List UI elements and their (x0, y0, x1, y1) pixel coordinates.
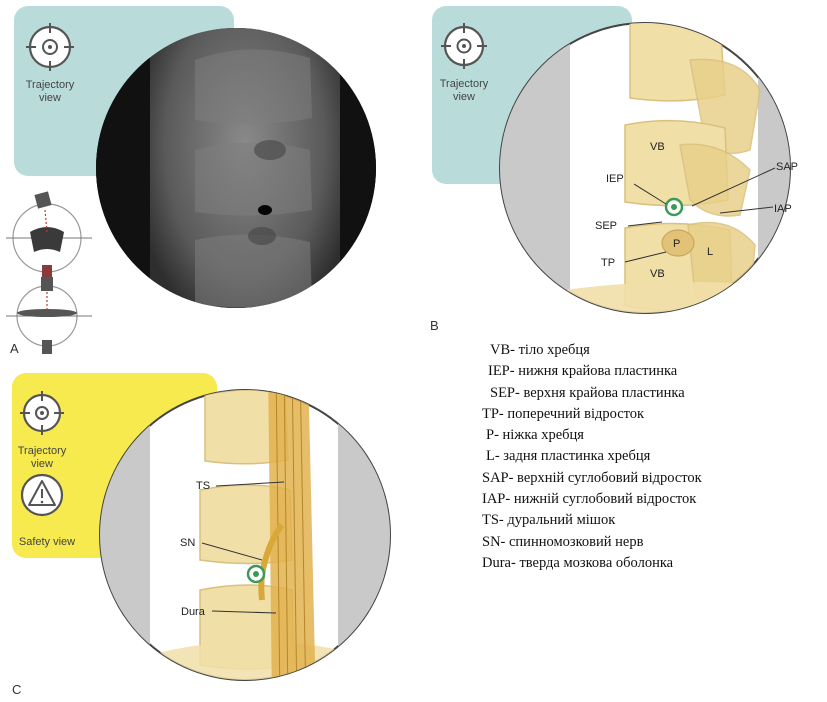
annotation-sn: SN (180, 537, 195, 549)
panel-a-label: A (10, 341, 19, 356)
legend-item-sn: SN- спинномозковий нерв (478, 532, 808, 553)
panel-b-label: B (430, 318, 439, 333)
annotation-vb-upper: VB (650, 141, 665, 153)
legend-item-sep: SEP- верхня крайова пластинка (478, 383, 808, 404)
annotation-l: L (707, 246, 713, 258)
trajectory-label-line2: view (453, 91, 475, 103)
legend-item-iap: IAP- нижній суглобовий відросток (478, 489, 808, 510)
annotation-dura: Dura (181, 606, 206, 618)
legend-item-l: L- задня пластинка хребця (478, 446, 808, 467)
annotation-vb-lower: VB (650, 268, 665, 280)
trajectory-label-line2: view (39, 92, 61, 104)
legend-item-tp: TP- поперечний відросток (478, 404, 808, 425)
annotation-sep: SEP (595, 220, 617, 232)
legend-item-p: P- ніжка хребця (478, 425, 808, 446)
legend-item-sap: SAP- верхній суглобовий відросток (478, 468, 808, 489)
trajectory-label-line2: view (31, 458, 53, 470)
annotation-sap: SAP (776, 161, 798, 173)
safety-warning-icon (22, 475, 62, 515)
panel-a: Trajectory view (0, 0, 420, 365)
legend-item-iep: IEP- нижня крайова пластинка (478, 361, 808, 382)
annotation-tp: TP (601, 257, 615, 269)
safety-view-label: Safety view (19, 536, 75, 548)
annotation-p: P (673, 238, 680, 250)
orientation-diagram-axial (6, 191, 92, 277)
panel-c: Trajectory view Safety view (0, 365, 420, 702)
annotation-ts: TS (196, 480, 210, 492)
abbreviation-legend: VB- тіло хребця IEP- нижня крайова пласт… (478, 340, 808, 574)
legend-item-vb: VB- тіло хребця (478, 340, 808, 361)
trajectory-label-line1: Trajectory (440, 78, 489, 90)
annotation-iep: IEP (606, 173, 624, 185)
legend-item-ts: TS- дуральний мішок (478, 510, 808, 531)
trajectory-label-line1: Trajectory (26, 79, 75, 91)
legend-item-dura: Dura- тверда мозкова оболонка (478, 553, 808, 574)
trajectory-label-line1: Trajectory (18, 445, 67, 457)
panel-c-label: C (12, 682, 21, 697)
annotation-iap: IAP (774, 203, 792, 215)
panel-b: Trajectory view VB IEP SAP IAP (420, 0, 827, 335)
